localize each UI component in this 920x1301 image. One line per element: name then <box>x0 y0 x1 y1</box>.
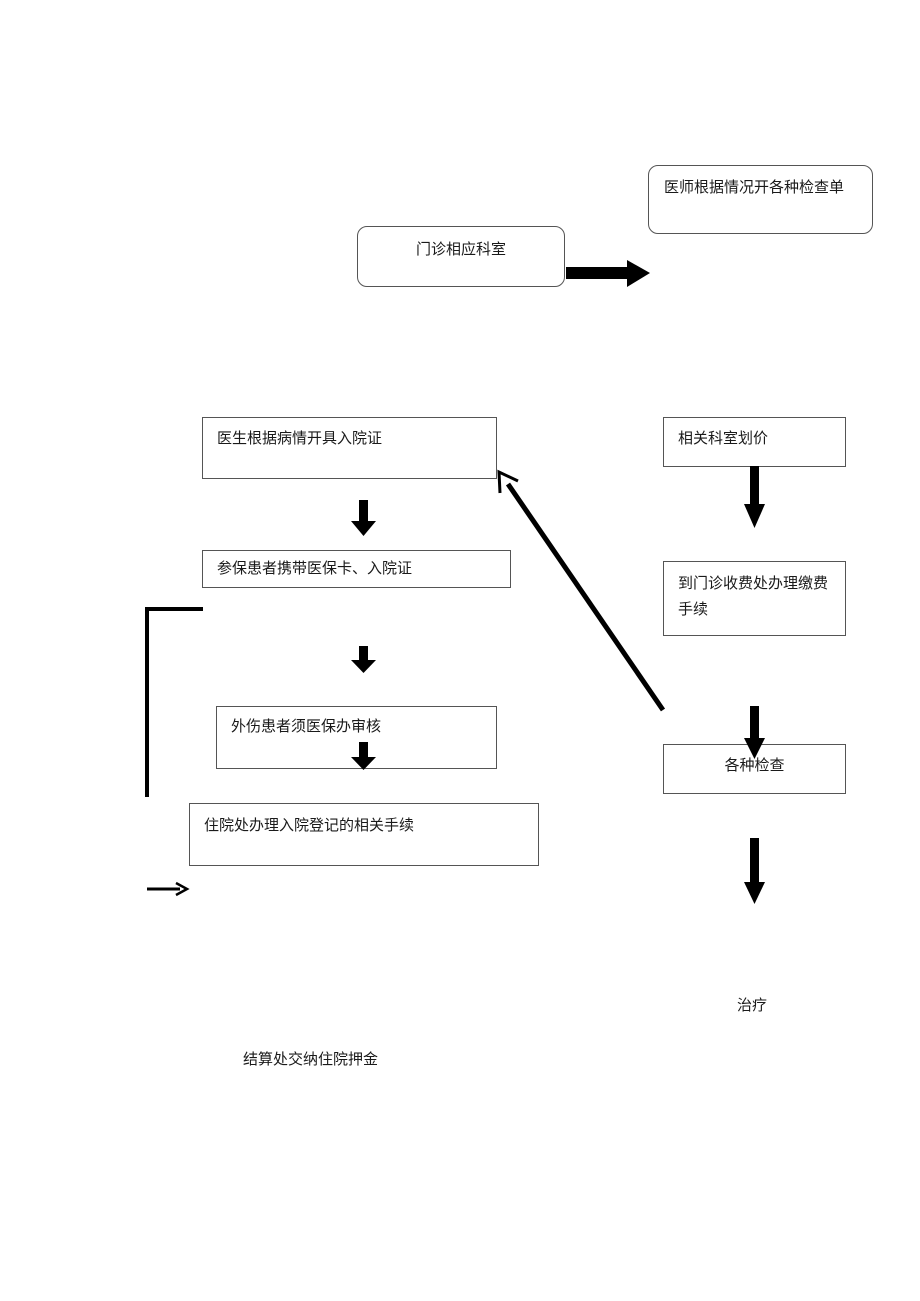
node-doctor-orders-exams-label: 医师根据情况开各种检查单 <box>664 178 845 196</box>
node-insured-bring-card: 参保患者携带医保卡、入院证 <box>202 550 511 588</box>
node-trauma-review: 外伤患者须医保办审核 <box>216 706 497 769</box>
node-cashier-payment-label: 到门诊收费处办理缴费手续 <box>678 574 829 618</box>
node-doctor-issues-admission-label: 医生根据病情开具入院证 <box>217 429 383 447</box>
node-treatment: 治疗 <box>737 996 768 1014</box>
arrow-down-right-3 <box>744 838 765 904</box>
bracket-connector <box>145 607 203 797</box>
node-admission-registration-label: 住院处办理入院登记的相关手续 <box>204 816 415 834</box>
node-dept-pricing-label: 相关科室划价 <box>678 429 769 447</box>
arrow-down-3 <box>351 742 376 770</box>
node-doctor-issues-admission: 医生根据病情开具入院证 <box>202 417 497 479</box>
node-exams-label: 各种检查 <box>724 756 785 774</box>
node-deposit: 结算处交纳住院押金 <box>243 1050 379 1068</box>
node-doctor-orders-exams: 医师根据情况开各种检查单 <box>648 165 873 234</box>
node-outpatient-dept: 门诊相应科室 <box>357 226 565 287</box>
node-trauma-review-label: 外伤患者须医保办审核 <box>231 717 382 735</box>
arrow-down-right-2 <box>744 706 765 759</box>
node-outpatient-dept-label: 门诊相应科室 <box>415 240 506 258</box>
arrow-down-right-1 <box>744 466 765 528</box>
node-insured-bring-card-label: 参保患者携带医保卡、入院证 <box>217 559 413 577</box>
arrow-small-right <box>147 881 190 897</box>
arrow-right-to-exam-orders <box>566 260 650 287</box>
node-dept-pricing: 相关科室划价 <box>663 417 846 467</box>
node-cashier-payment: 到门诊收费处办理缴费手续 <box>663 561 846 636</box>
arrow-diagonal-to-admission <box>497 469 666 712</box>
arrow-down-1 <box>351 500 376 536</box>
arrow-down-2 <box>351 646 376 673</box>
node-admission-registration: 住院处办理入院登记的相关手续 <box>189 803 539 866</box>
